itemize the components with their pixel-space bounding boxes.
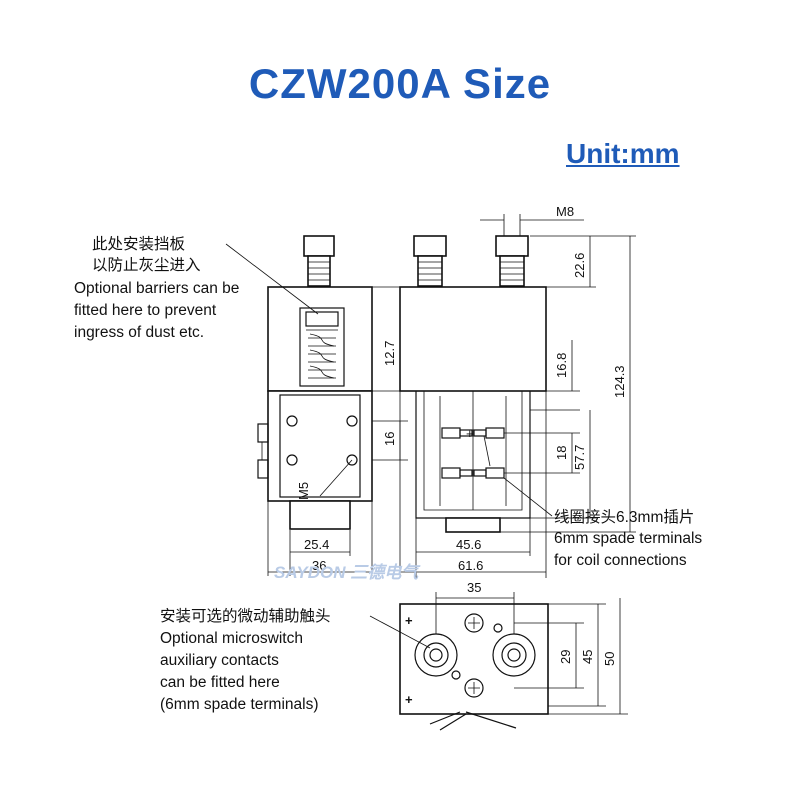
- side-terminal-nut: [303, 235, 335, 257]
- dim-45: 45: [580, 650, 595, 664]
- svg-text:+: +: [466, 426, 474, 441]
- coil-note-line-2: 6mm spade terminals: [554, 530, 702, 547]
- microswitch-note: 安装可选的微动辅助触头 Optional microswitch auxilia…: [160, 607, 431, 713]
- dim-29: 29: [558, 650, 573, 664]
- front-terminal-right-nut: [495, 235, 529, 257]
- dim-50: 50: [602, 652, 617, 666]
- barrier-note-line-5: ingress of dust etc.: [74, 324, 204, 341]
- coil-note-line-1: 线圈接头6.3mm插片: [554, 508, 694, 526]
- dim-35: 35: [467, 580, 481, 595]
- top-view: + + 35 29 45 50: [399, 580, 628, 731]
- dim-36: 36: [312, 558, 326, 573]
- dim-57-7: 57.7: [572, 445, 587, 470]
- unit-label: Unit:mm: [566, 138, 680, 169]
- side-lower-body: [267, 390, 373, 502]
- barrier-note: 此处安装挡板 以防止灰尘进入 Optional barriers can be …: [74, 235, 319, 341]
- watermark: SAYDON 三德电气: [274, 563, 421, 582]
- coil-note-line-3: for coil connections: [554, 552, 687, 569]
- front-base: [445, 517, 501, 533]
- dim-m5: M5: [296, 482, 311, 500]
- front-terminal-left-nut: [413, 235, 447, 257]
- coil-spade-upper-right: [485, 427, 505, 439]
- dim-45-6: 45.6: [456, 537, 481, 552]
- front-upper-housing: [399, 286, 547, 392]
- coil-spade-lower-right: [485, 467, 505, 479]
- dim-25-4: 25.4: [304, 537, 329, 552]
- barrier-note-line-1: 此处安装挡板: [92, 235, 185, 253]
- microswitch-note-line-1: 安装可选的微动辅助触头: [160, 607, 331, 625]
- coil-spade-upper-left: [441, 427, 461, 439]
- dim-16-8: 16.8: [554, 353, 569, 378]
- coil-spade-lower-left: [441, 467, 461, 479]
- barrier-note-line-4: fitted here to prevent: [74, 302, 217, 319]
- coil-note: 线圈接头6.3mm插片 6mm spade terminals for coil…: [503, 477, 702, 569]
- barrier-note-line-3: Optional barriers can be: [74, 280, 239, 297]
- dim-16: 16: [382, 432, 397, 446]
- side-terminal-spring: [307, 255, 331, 287]
- dim-61-6: 61.6: [458, 558, 483, 573]
- front-view: + M8 22.6 124.3 16.8 18 57.7: [399, 204, 636, 578]
- dim-22-6: 22.6: [572, 253, 587, 278]
- dim-18: 18: [554, 446, 569, 460]
- side-base: [289, 500, 351, 530]
- microswitch-note-line-4: can be fitted here: [160, 674, 280, 691]
- microswitch-note-line-3: auxiliary contacts: [160, 652, 279, 669]
- svg-text:+: +: [405, 692, 413, 707]
- svg-text:+: +: [405, 613, 413, 628]
- barrier-note-line-2: 以防止灰尘进入: [92, 256, 201, 274]
- side-view: M5 12.7 16 25.4 36: [257, 235, 408, 576]
- dim-m8: M8: [556, 204, 574, 219]
- dim-124-3: 124.3: [612, 365, 627, 398]
- side-upper-housing: [267, 286, 373, 392]
- page-title: CZW200A Size: [248, 60, 552, 107]
- microswitch-note-line-2: Optional microswitch: [160, 630, 303, 647]
- microswitch-note-line-5: (6mm spade terminals): [160, 696, 319, 713]
- dim-12-7: 12.7: [382, 341, 397, 366]
